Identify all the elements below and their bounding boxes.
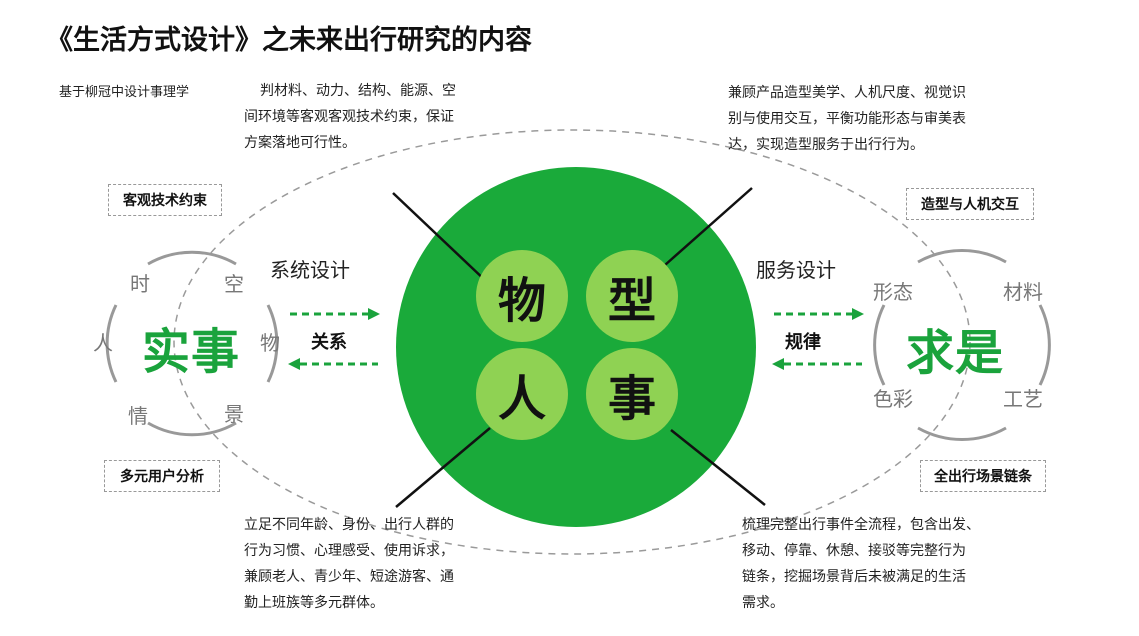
top-right-paragraph: 兼顾产品造型美学、人机尺度、视觉识 别与使用交互，平衡功能形态与审美表 达，实现… [728, 80, 966, 158]
box-user-analysis: 多元用户分析 [104, 460, 220, 492]
left-ring-arc-left [105, 304, 118, 383]
outer-dashed-ellipse [173, 129, 971, 555]
top-left-paragraph-line: 方案落地可行性。 [244, 135, 356, 151]
left-ring-arc-bottom [147, 421, 237, 437]
bottom-left-paragraph: 立足不同年龄、身份、出行人群的 行为习惯、心理感受、使用诉求， 兼顾老人、青少年… [244, 512, 454, 616]
connector-top-right [664, 187, 753, 266]
ring-char-color: 色彩 [873, 387, 913, 411]
bottom-right-paragraph: 梳理完整出行事件全流程，包含出发、 移动、停靠、休憩、接驳等完整行为 链条，挖掘… [742, 512, 980, 616]
bottom-left-paragraph-line: 行为习惯、心理感受、使用诉求， [244, 543, 454, 559]
left-ring-arc-right [266, 304, 279, 383]
page-title: 《生活方式设计》之未来出行研究的内容 [46, 25, 532, 56]
box-tech-constraints: 客观技术约束 [108, 184, 222, 216]
connector-bottom-left [395, 427, 491, 508]
left-core-label: 实事 [142, 324, 241, 380]
right-ring-arc-right [1038, 304, 1051, 386]
right-ring-arc-top [917, 249, 1007, 264]
bottom-left-paragraph-line: 立足不同年龄、身份、出行人群的 [244, 517, 454, 533]
left-arrow-right-head [368, 308, 380, 320]
system-design-label: 系统设计 [270, 258, 350, 282]
right-ring-arc-left [873, 304, 886, 386]
quadrant-person: 人 [476, 348, 568, 440]
connector-top-left [392, 192, 489, 284]
quadrant-object: 物 [476, 250, 568, 342]
top-right-paragraph-line: 别与使用交互，平衡功能形态与审美表 [728, 111, 966, 127]
relation-label: 关系 [311, 332, 347, 353]
ring-char-object: 物 [260, 331, 280, 355]
bottom-left-paragraph-line: 兼顾老人、青少年、短途游客、通 [244, 569, 454, 585]
top-left-paragraph: 判材料、动力、结构、能源、空 间环境等客观客观技术约束，保证 方案落地可行性。 [244, 78, 456, 156]
connector-bottom-right [670, 429, 766, 506]
ring-char-time: 时 [130, 272, 150, 296]
bottom-right-paragraph-line: 链条，挖掘场景背后未被满足的生活 [742, 569, 966, 585]
bottom-right-paragraph-line: 梳理完整出行事件全流程，包含出发、 [742, 517, 980, 533]
ring-char-form: 形态 [873, 280, 913, 304]
top-right-paragraph-line: 达，实现造型服务于出行行为。 [728, 137, 924, 153]
top-left-paragraph-line: 判材料、动力、结构、能源、空 [260, 83, 456, 99]
bottom-right-paragraph-line: 移动、停靠、休憩、接驳等完整行为 [742, 543, 966, 559]
right-arrow-right-head [852, 308, 864, 320]
left-ring-arc-top [147, 250, 237, 266]
ring-char-emotion: 情 [128, 404, 148, 428]
right-arrow-left-head [772, 358, 784, 370]
basis-note: 基于柳冠中设计事理学 [59, 85, 190, 100]
ring-char-person: 人 [93, 331, 113, 355]
service-design-label: 服务设计 [756, 258, 836, 282]
bottom-right-paragraph-line: 需求。 [742, 595, 784, 611]
right-ring-arc-bottom [917, 426, 1007, 441]
right-core-label: 求是 [906, 325, 1005, 381]
top-left-paragraph-line: 间环境等客观客观技术约束，保证 [244, 109, 454, 125]
ring-char-scene: 景 [224, 402, 244, 426]
bottom-left-paragraph-line: 勤上班族等多元群体。 [244, 595, 384, 611]
law-label: 规律 [785, 332, 821, 353]
ring-char-craft: 工艺 [1003, 387, 1043, 411]
quadrant-type: 型 [586, 250, 678, 342]
quadrant-event: 事 [586, 348, 678, 440]
core-circle [396, 167, 756, 527]
ring-char-material: 材料 [1003, 280, 1043, 304]
left-arrow-left-head [288, 358, 300, 370]
top-right-paragraph-line: 兼顾产品造型美学、人机尺度、视觉识 [728, 85, 966, 101]
ring-char-space: 空 [224, 272, 244, 296]
box-form-interaction: 造型与人机交互 [906, 188, 1034, 220]
box-scene-chain: 全出行场景链条 [920, 460, 1046, 492]
